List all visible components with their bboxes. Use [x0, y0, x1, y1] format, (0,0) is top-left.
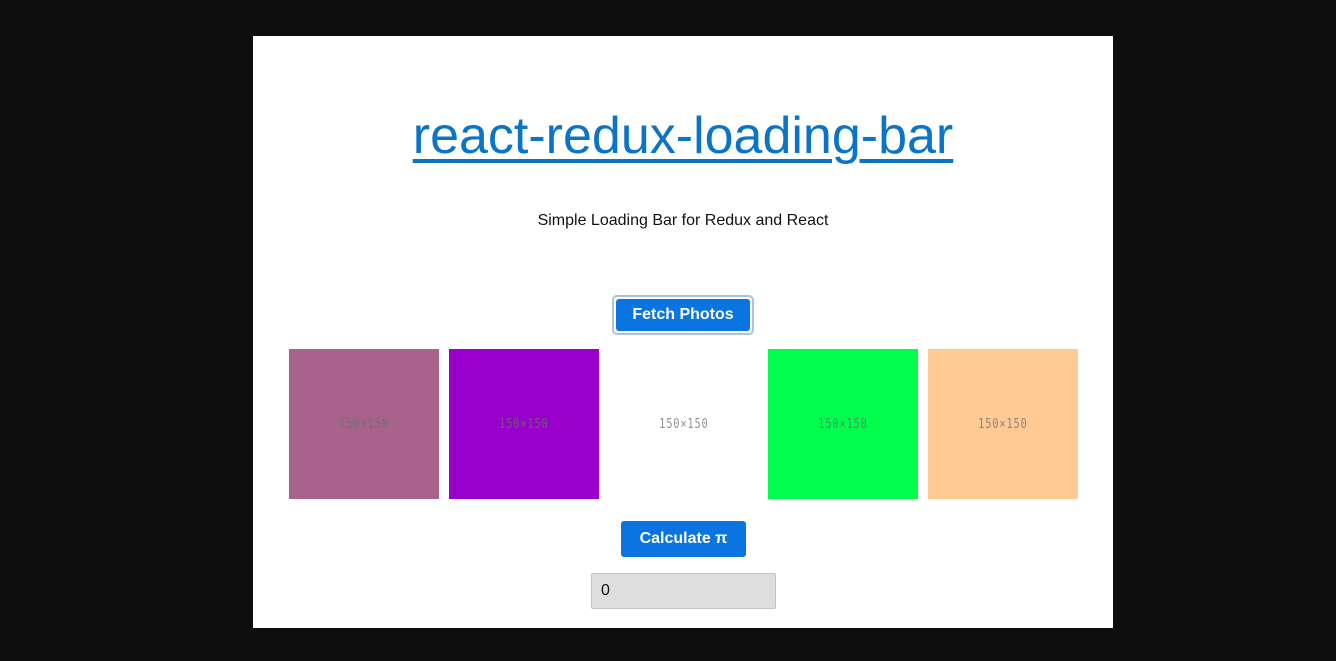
- photo-size-label: 150×150: [818, 416, 868, 432]
- photo-placeholder: 150×150: [609, 349, 759, 499]
- photo-size-label: 150×150: [978, 416, 1028, 432]
- photo-placeholder: 150×150: [928, 349, 1078, 499]
- photo-list: 150×150 150×150 150×150 150×150 150×150: [289, 349, 1078, 499]
- page-title-link[interactable]: react-redux-loading-bar: [412, 107, 954, 165]
- photo-size-label: 150×150: [499, 416, 549, 432]
- photo-placeholder: 150×150: [289, 349, 439, 499]
- pi-result-field[interactable]: [591, 573, 776, 609]
- photo-size-label: 150×150: [659, 416, 709, 432]
- photo-placeholder: 150×150: [449, 349, 599, 499]
- photo-size-label: 150×150: [339, 416, 389, 432]
- fetch-photos-focus-ring: Fetch Photos: [612, 295, 754, 335]
- photo-placeholder: 150×150: [768, 349, 918, 499]
- page-subtitle: Simple Loading Bar for Redux and React: [537, 212, 829, 229]
- fetch-photos-button[interactable]: Fetch Photos: [616, 299, 750, 331]
- main-panel: react-redux-loading-bar Simple Loading B…: [253, 36, 1113, 628]
- calculate-pi-button[interactable]: Calculate π: [621, 521, 746, 557]
